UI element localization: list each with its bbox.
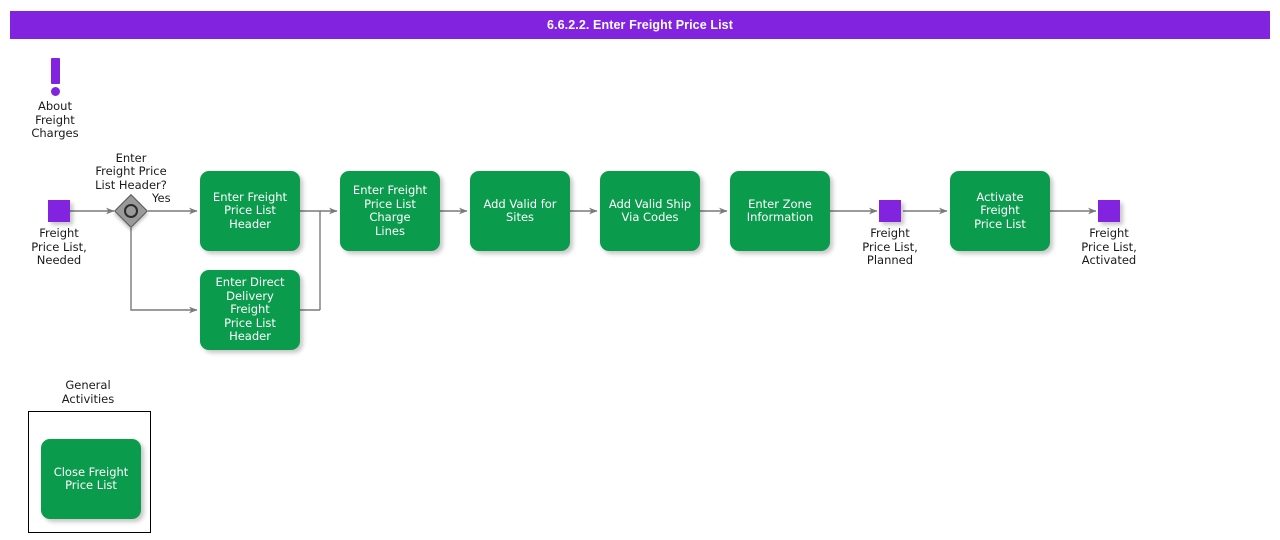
task-enter-zone-information[interactable]: Enter Zone Information xyxy=(730,171,830,251)
task-activate-freight-price-list[interactable]: Activate Freight Price List xyxy=(950,171,1050,251)
start-event-icon xyxy=(48,200,70,222)
start-event-label: Freight Price List, Needed xyxy=(31,226,87,267)
task-add-valid-for-sites[interactable]: Add Valid for Sites xyxy=(470,171,570,251)
task-label: Activate Freight Price List xyxy=(974,189,1026,231)
end-event-freight-price-list-activated[interactable]: Freight Price List, Activated xyxy=(1054,200,1164,268)
task-label: Enter Freight Price List Charge Lines xyxy=(352,183,428,238)
group-title-general-activities: General Activities xyxy=(61,378,115,406)
task-enter-freight-price-list-header[interactable]: Enter Freight Price List Header xyxy=(200,171,300,251)
end-event-label: Freight Price List, Activated xyxy=(1081,226,1137,267)
task-label: Close Freight Price List xyxy=(53,464,129,492)
page-title: 6.6.2.2. Enter Freight Price List xyxy=(546,18,733,32)
intermediate-event-freight-price-list-planned[interactable]: Freight Price List, Planned xyxy=(835,200,945,268)
task-label: Enter Zone Information xyxy=(746,196,814,224)
gateway-enter-freight-price-list-header[interactable]: Enter Freight Price List Header? xyxy=(95,151,167,228)
exclamation-dot-icon xyxy=(50,87,60,96)
gateway-label: Enter Freight Price List Header? xyxy=(95,150,167,192)
task-close-freight-price-list[interactable]: Close Freight Price List xyxy=(41,439,141,519)
edge-headers-to-charge-lines xyxy=(300,210,321,311)
task-enter-freight-price-list-charge-lines[interactable]: Enter Freight Price List Charge Lines xyxy=(340,171,440,251)
task-label: Enter Freight Price List Header xyxy=(212,189,288,231)
annotation-label: About Freight Charges xyxy=(31,99,79,140)
start-event-freight-price-list-needed[interactable]: Freight Price List, Needed xyxy=(4,200,114,268)
task-label: Add Valid Ship Via Codes xyxy=(608,196,692,224)
task-enter-direct-delivery-freight-price-list-header[interactable]: Enter Direct Delivery Freight Price List… xyxy=(200,270,300,350)
intermediate-event-icon xyxy=(879,200,901,222)
end-event-icon xyxy=(1098,200,1120,222)
group-general-activities: Close Freight Price List xyxy=(28,411,151,533)
annotation-about-freight-charges: About Freight Charges xyxy=(0,58,110,141)
task-label: Add Valid for Sites xyxy=(483,196,557,224)
task-add-valid-ship-via-codes[interactable]: Add Valid Ship Via Codes xyxy=(600,171,700,251)
edge-gateway-to-direct-header xyxy=(130,228,198,314)
intermediate-event-label: Freight Price List, Planned xyxy=(862,226,918,267)
flow-label-yes: Yes xyxy=(152,191,171,205)
task-label: Enter Direct Delivery Freight Price List… xyxy=(215,275,285,344)
exclamation-mark-icon xyxy=(50,58,60,84)
gateway-inclusive-ring-icon xyxy=(124,204,138,218)
title-bar: 6.6.2.2. Enter Freight Price List xyxy=(10,11,1270,39)
